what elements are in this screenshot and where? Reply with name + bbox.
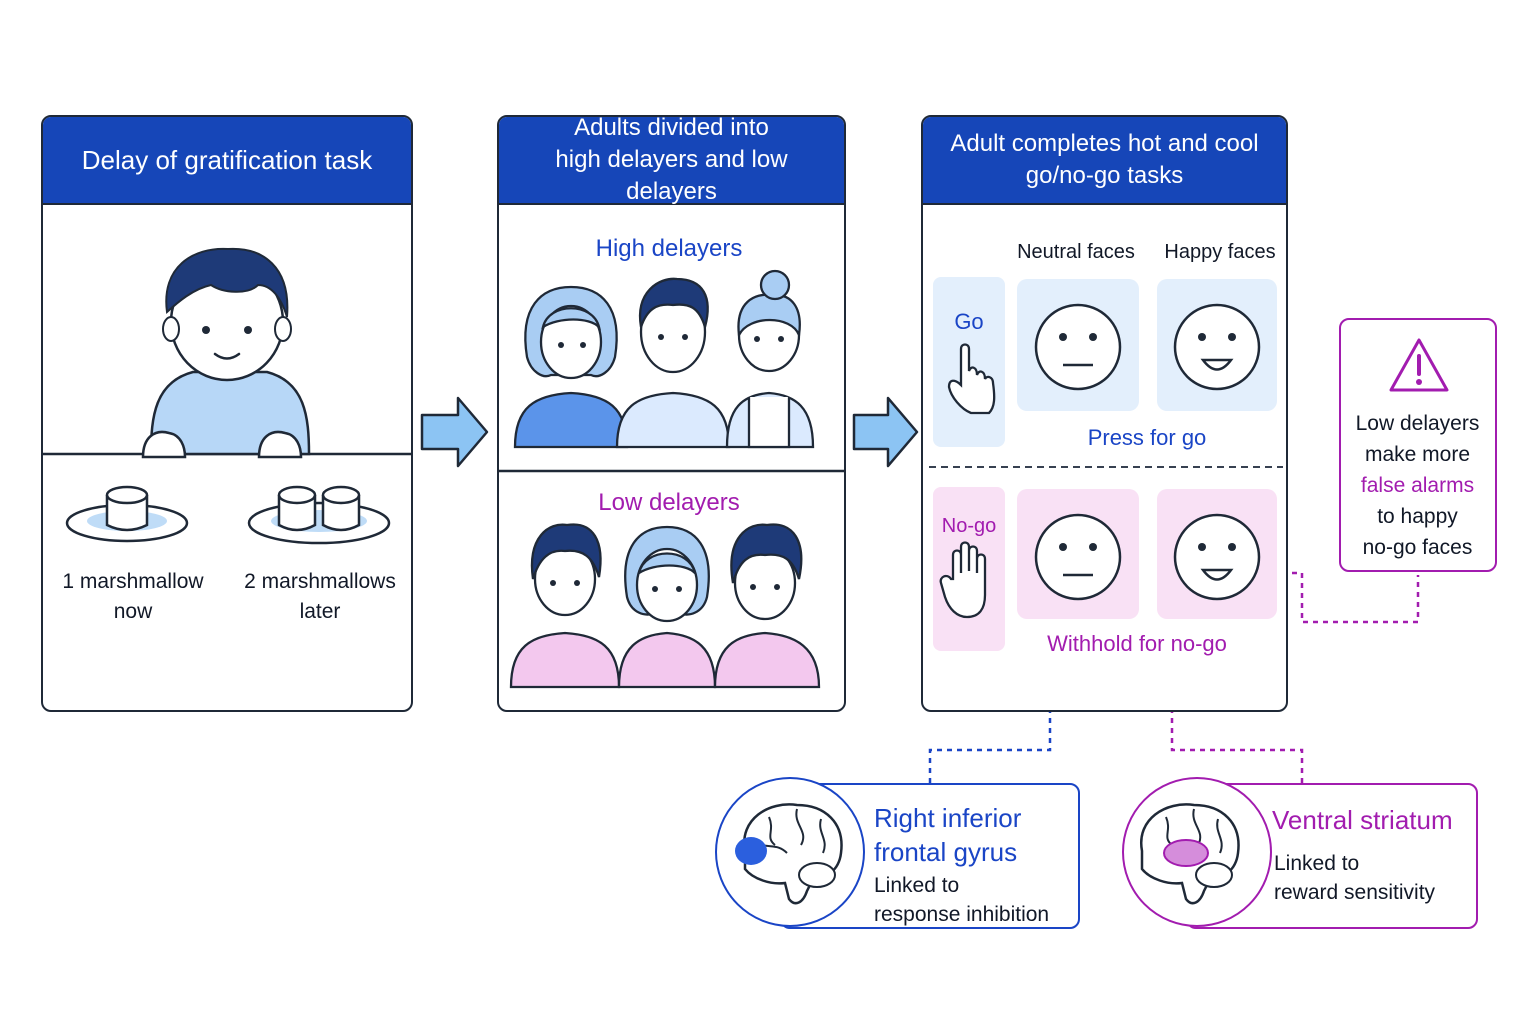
high-delayers-label: High delayers — [595, 235, 743, 262]
child-illustration — [43, 247, 411, 545]
go-nogo-grid — [929, 277, 1283, 651]
arrow-1-icon — [420, 396, 489, 468]
false-alarm-callout: Low delayers make more false alarms to h… — [1339, 318, 1497, 572]
panel-delay-task-title: Delay of gratification task — [43, 117, 411, 205]
brain-icon — [735, 803, 843, 905]
nogo-caption: Withhold for no-go — [1047, 631, 1227, 656]
connector-rifg — [928, 678, 1052, 785]
row-go-label: Go — [954, 309, 984, 334]
panel-delay-task: Delay of gratification task 1 marshma — [41, 115, 413, 712]
col-neutral-faces: Neutral faces — [1017, 241, 1135, 263]
arrow-2-icon — [852, 396, 919, 468]
vs-title: Ventral striatum — [1272, 805, 1453, 835]
warning-icon — [1389, 338, 1449, 392]
connector-callout — [1267, 568, 1420, 624]
vs-brain-circle — [1122, 777, 1272, 927]
col-happy-faces: Happy faces — [1164, 241, 1276, 263]
row-nogo-label: No-go — [941, 515, 997, 537]
stop-hand-icon — [939, 541, 987, 619]
go-caption: Press for go — [1087, 425, 1207, 450]
brain-icon — [1139, 803, 1240, 905]
low-delayers-label: Low delayers — [598, 489, 740, 516]
people-illustration — [499, 269, 844, 689]
callout-text: Low delayers make more false alarms to h… — [1355, 412, 1480, 559]
pointing-hand-icon — [947, 343, 996, 415]
rifg-brain-circle — [715, 777, 865, 927]
